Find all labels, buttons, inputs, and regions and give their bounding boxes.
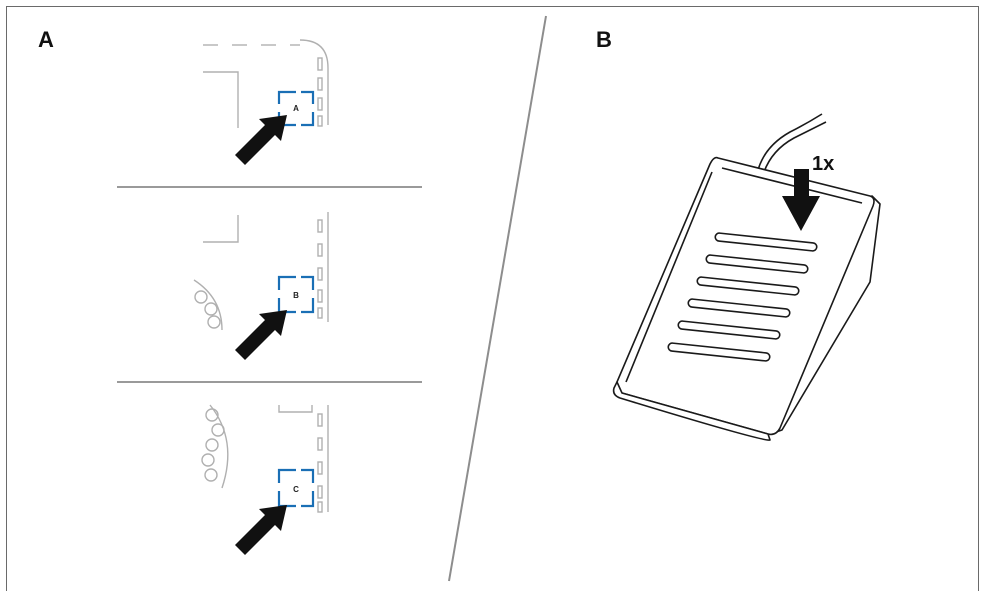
device-outline — [203, 39, 329, 128]
frame-border — [6, 6, 979, 591]
grip-slots — [667, 232, 818, 362]
button-a-highlight — [277, 90, 315, 127]
button-b-highlight — [277, 275, 315, 314]
step-b: B — [193, 212, 329, 360]
button-a-letter: A — [293, 104, 299, 113]
device-outline — [193, 212, 329, 331]
step-c: C — [201, 404, 329, 555]
panel-label-b: B — [596, 27, 612, 52]
panel-label-a: A — [38, 27, 54, 52]
cable — [757, 113, 823, 171]
device-outline — [201, 404, 329, 513]
button-c-highlight — [277, 468, 315, 508]
press-down-arrow-icon — [782, 169, 820, 231]
arrow-icon — [235, 310, 287, 360]
button-b-letter: B — [293, 291, 299, 300]
foot-switch — [612, 113, 881, 441]
arrow-icon — [235, 115, 287, 165]
press-count: 1x — [812, 153, 834, 175]
arrow-icon — [235, 505, 287, 555]
step-a: A — [203, 39, 329, 165]
panel-separator — [448, 15, 547, 582]
button-c-letter: C — [293, 485, 299, 494]
switch-top — [615, 156, 875, 436]
